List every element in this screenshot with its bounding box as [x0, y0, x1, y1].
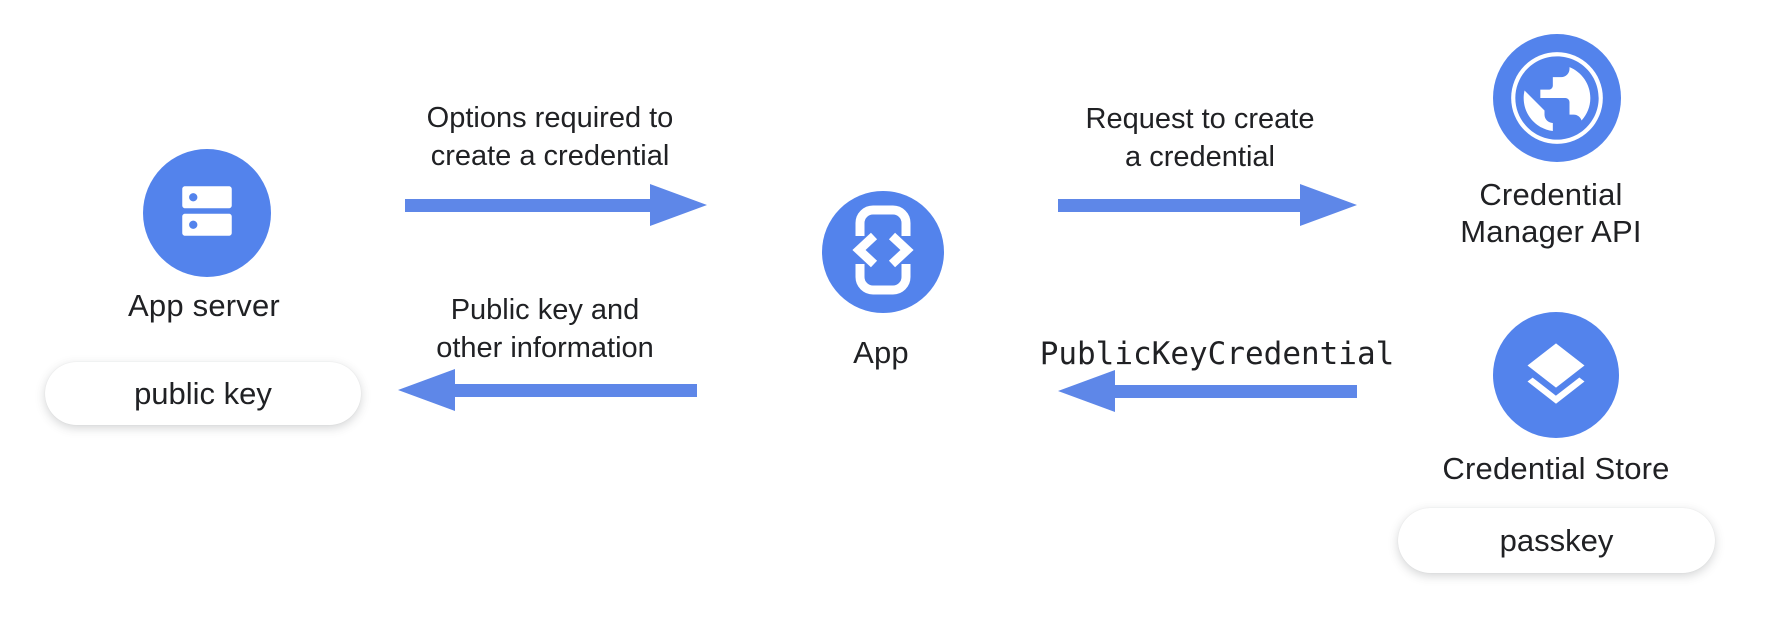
app-label: App: [853, 335, 909, 370]
layers-icon: [1518, 337, 1594, 413]
app-server-node: [143, 149, 271, 277]
app-server-label: App server: [128, 288, 280, 323]
request-flow-label-line2: a credential: [1125, 141, 1275, 173]
credential-manager-api-label-line2: Manager API: [1460, 214, 1642, 249]
credential-manager-api-node: [1493, 34, 1621, 162]
app-node: [822, 191, 944, 313]
publickeycredential-flow-label: PublicKeyCredential: [1039, 336, 1395, 372]
request-arrow-right-icon: [1058, 184, 1357, 226]
public-key-pill: public key: [45, 362, 361, 425]
public-key-flow-label: Public key and other information: [345, 291, 745, 367]
public-key-pill-label: public key: [134, 375, 272, 411]
phone-code-icon: [833, 200, 933, 305]
public-key-flow-label-line2: other information: [436, 332, 654, 364]
credential-store-node: [1493, 312, 1619, 438]
public-key-arrow-left-icon: [398, 369, 697, 411]
request-flow-label-line1: Request to create: [1085, 103, 1315, 135]
options-flow-label-line1: Options required to: [426, 102, 674, 134]
credential-manager-api-label: Credential Manager API: [1401, 176, 1701, 250]
options-flow-label: Options required to create a credential: [350, 99, 750, 175]
request-flow-label: Request to create a credential: [1000, 100, 1400, 176]
globe-icon: [1507, 48, 1607, 148]
server-icon: [174, 178, 240, 249]
public-key-flow-label-line1: Public key and: [450, 294, 640, 326]
credential-store-label: Credential Store: [1442, 451, 1670, 486]
publickeycredential-arrow-left-icon: [1058, 370, 1357, 412]
credential-manager-api-label-line1: Credential: [1479, 177, 1623, 212]
passkey-pill-label: passkey: [1499, 522, 1614, 558]
options-flow-label-line2: create a credential: [430, 140, 670, 172]
passkey-pill: passkey: [1398, 508, 1715, 573]
options-arrow-right-icon: [405, 184, 707, 226]
